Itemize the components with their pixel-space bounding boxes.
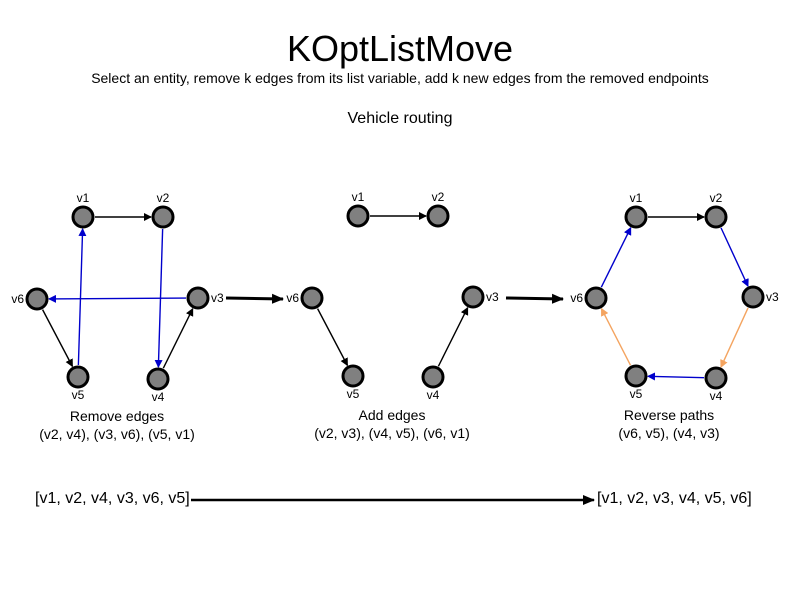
panel-3-edge-v4-v5 <box>646 372 705 381</box>
panel-1-caption: Remove edges (v2, v4), (v3, v6), (v5, v1… <box>7 407 227 443</box>
panel-3-node-v5 <box>624 364 648 388</box>
panel-1-node-v6 <box>25 287 49 311</box>
panel-2-node-label-v1: v1 <box>352 190 365 204</box>
panel-2-node-label-v2: v2 <box>432 190 445 204</box>
panel-3-node-label-v1: v1 <box>630 191 643 205</box>
panel-1-caption-edges: (v2, v4), (v3, v6), (v5, v1) <box>39 426 195 442</box>
panel-2-edge-v4-v3 <box>437 306 469 367</box>
transition-arrow-2 <box>505 293 564 304</box>
panel-1-edge-v4-v3 <box>162 307 194 369</box>
panel-3-node-v1 <box>624 205 648 229</box>
panel-1-node-v1 <box>71 205 95 229</box>
page-subtitle: Select an entity, remove k edges from it… <box>91 70 709 86</box>
panel-3-edge-v2-v3 <box>720 227 749 288</box>
panel-3-node-v3 <box>741 285 765 309</box>
panel-2-node-label-v3: v3 <box>486 290 499 304</box>
panel-1-edge-v6-v5 <box>41 309 74 368</box>
panel-3-node-label-v2: v2 <box>710 191 723 205</box>
panel-2-node-v3 <box>461 285 485 309</box>
panel-1-node-v2 <box>151 205 175 229</box>
panel-2-node-v6 <box>300 286 324 310</box>
panel-2-node-label-v6: v6 <box>286 291 299 305</box>
panel-2-edge-v6-v5 <box>316 308 349 367</box>
panel-1-node-label-v5: v5 <box>72 388 85 402</box>
list-after: [v1, v2, v3, v4, v5, v6] <box>597 490 752 507</box>
panel-1-node-label-v4: v4 <box>152 390 165 404</box>
panel-3-node-v4 <box>704 366 728 390</box>
panel-3-caption-title: Reverse paths <box>623 407 715 423</box>
panel-1-node-label-v6: v6 <box>11 292 24 306</box>
panel-1-node-label-v1: v1 <box>77 191 90 205</box>
panel-3-node-label-v4: v4 <box>710 389 723 403</box>
section-title: Vehicle routing <box>347 110 453 127</box>
panel-3-edge-v3-v4 <box>720 307 749 368</box>
panel-1-edge-v5-v1 <box>77 227 87 366</box>
panel-1-node-v4 <box>146 367 170 391</box>
panel-2-node-v4 <box>421 365 445 389</box>
panel-1-caption-title: Remove edges <box>69 408 165 424</box>
panel-2-node-v5 <box>341 364 365 388</box>
panel-3-node-label-v3: v3 <box>766 290 779 304</box>
panel-2-node-label-v4: v4 <box>427 388 440 402</box>
page-title: KOptListMove <box>286 28 514 69</box>
panel-2-node-v1 <box>346 204 370 228</box>
panel-1-node-label-v3: v3 <box>211 291 224 305</box>
list-before: [v1, v2, v4, v3, v6, v5] <box>35 490 190 507</box>
panel-1-node-v3 <box>186 286 210 310</box>
panel-1-node-v5 <box>66 365 90 389</box>
panel-3-caption-edges: (v6, v5), (v4, v3) <box>618 425 720 441</box>
panel-1-edge-v3-v6 <box>47 294 187 303</box>
panel-2-caption-title: Add edges <box>358 407 426 423</box>
panel-3-edge-v6-v1 <box>600 226 632 288</box>
panel-2-node-label-v5: v5 <box>347 387 360 401</box>
panel-3-node-v2 <box>704 205 728 229</box>
transition-arrow-1 <box>225 293 284 304</box>
panel-1-node-label-v2: v2 <box>157 191 170 205</box>
panel-3-node-v6 <box>584 286 608 310</box>
panel-3-node-label-v5: v5 <box>630 387 643 401</box>
panel-3-node-label-v6: v6 <box>570 291 583 305</box>
panel-3-caption: Reverse paths (v6, v5), (v4, v3) <box>559 406 779 442</box>
panel-2-node-v2 <box>426 204 450 228</box>
panel-2-caption: Add edges (v2, v3), (v4, v5), (v6, v1) <box>282 406 502 442</box>
panel-2-caption-edges: (v2, v3), (v4, v5), (v6, v1) <box>314 425 470 441</box>
panel-3-edge-v5-v6 <box>600 307 632 366</box>
